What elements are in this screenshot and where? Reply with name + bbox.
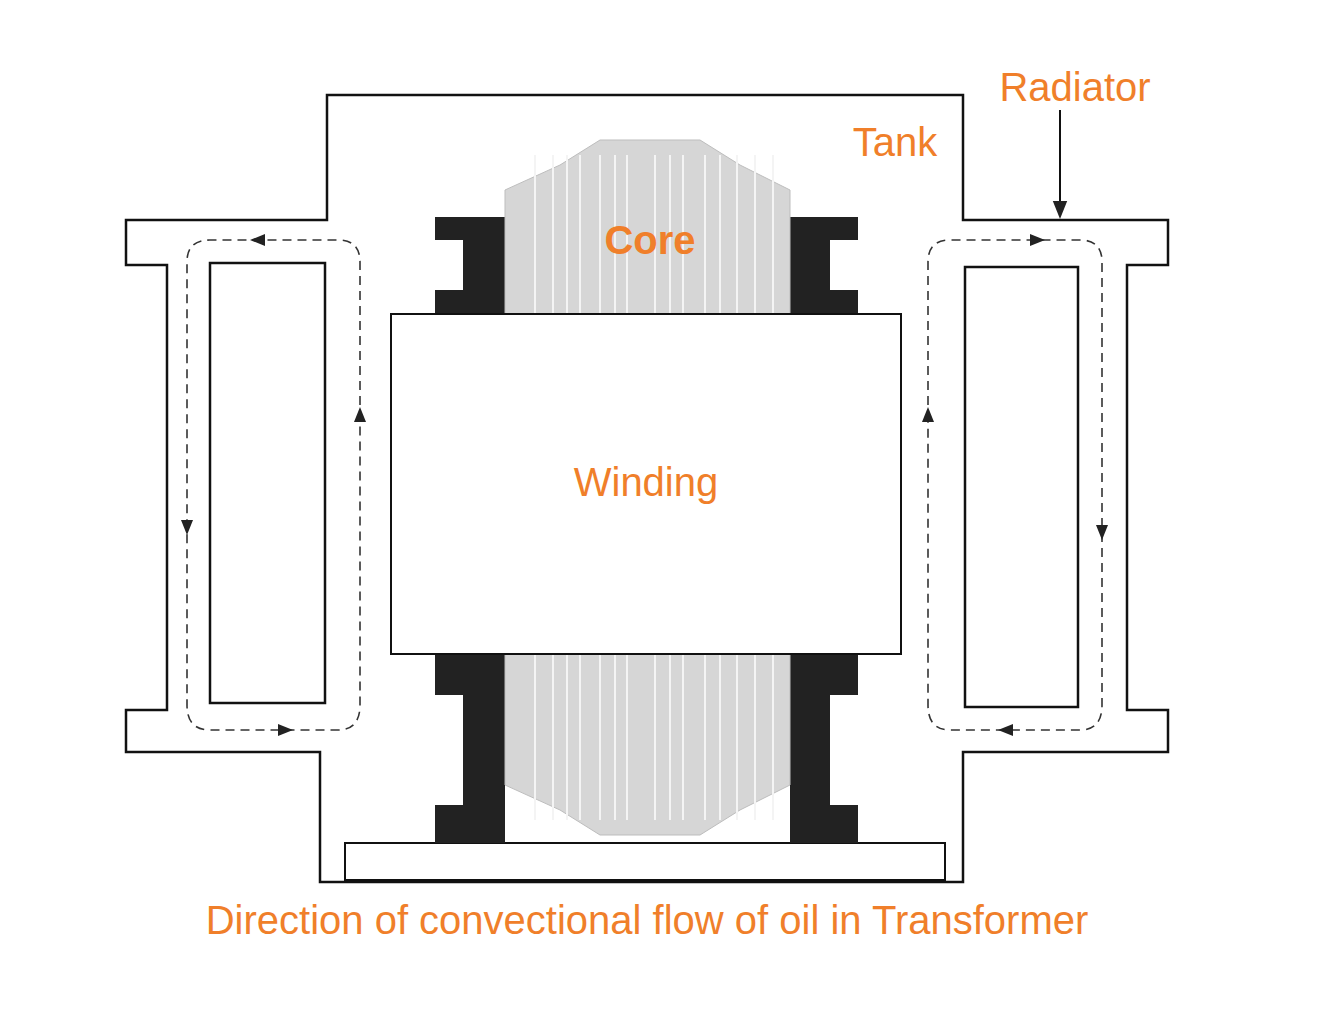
tank-outline-path xyxy=(126,95,1168,882)
node-label: Core xyxy=(604,218,695,262)
leader-arrow xyxy=(1059,110,1061,210)
tank-outline: TankCoreWinding xyxy=(126,95,1170,882)
base-plate xyxy=(345,843,945,880)
radiator-tube xyxy=(210,263,325,703)
node-label: Winding xyxy=(574,460,719,504)
radiator-tube xyxy=(965,267,1078,707)
node-label: Tank xyxy=(853,120,938,164)
winding-box: Winding xyxy=(390,313,902,655)
figure-caption: Direction of convectional flow of oil in… xyxy=(206,898,1089,942)
part-label: Radiator xyxy=(999,65,1150,109)
winding-outline xyxy=(391,314,901,654)
